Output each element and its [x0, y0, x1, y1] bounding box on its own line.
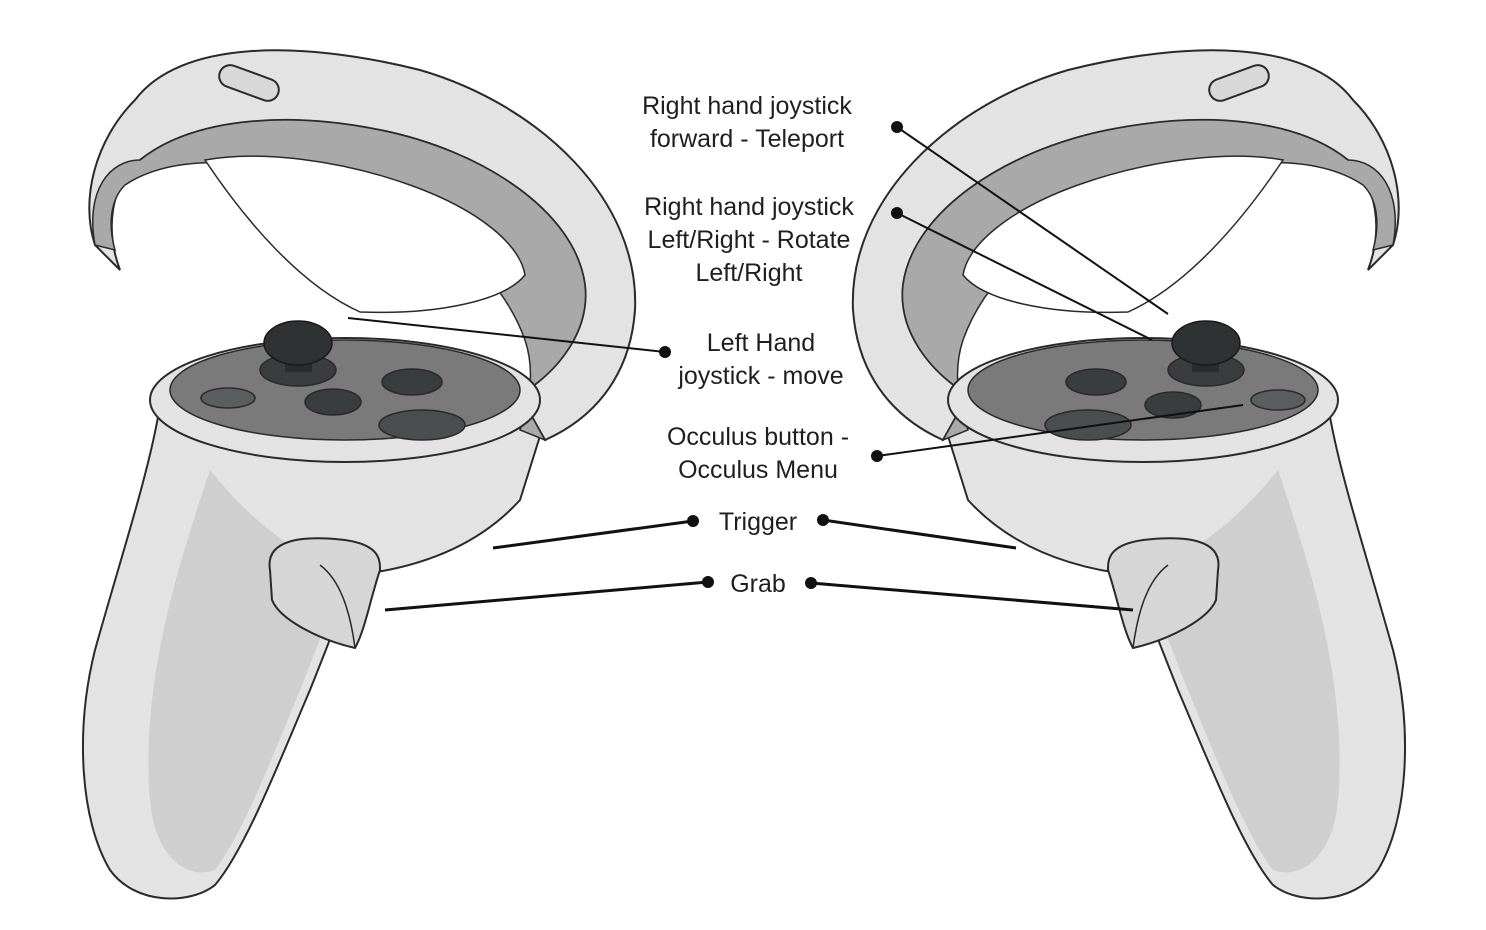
right-face-plate — [967, 339, 1319, 441]
label-right-joystick-rotate: Right hand joystick Left/Right - Rotate … — [614, 191, 884, 290]
left-joystick-cap — [263, 320, 333, 366]
callout-oculus-line — [876, 404, 1244, 457]
right-trigger — [1106, 537, 1220, 650]
left-x-button — [304, 388, 362, 416]
right-ring-opening — [962, 155, 1285, 314]
left-controller — [82, 49, 637, 900]
callout-trigger-right-dot — [817, 514, 829, 526]
left-big-button — [378, 409, 466, 441]
label-line: forward - Teleport — [649, 125, 845, 153]
callout-oculus-dot — [871, 450, 883, 462]
right-b-button — [1065, 368, 1127, 396]
left-ring-opening — [203, 155, 526, 314]
callout-trigger-right-line — [822, 518, 1017, 550]
label-line: Trigger — [718, 508, 798, 536]
callout-grab-left-line — [384, 580, 709, 612]
callout-move-dot — [659, 346, 671, 358]
callout-trigger-left-dot — [687, 515, 699, 527]
label-left-joystick-move: Left Hand joystick - move — [656, 327, 866, 393]
label-line: Left Hand — [706, 329, 816, 357]
callout-teleport-line — [896, 126, 1169, 315]
right-oculus-button — [1250, 389, 1306, 411]
right-joystick-cap — [1171, 320, 1241, 366]
left-y-button — [381, 368, 443, 396]
callout-move-line — [347, 317, 666, 353]
label-line: Occulus Menu — [678, 456, 838, 484]
callout-grab-left-dot — [702, 576, 714, 588]
left-sensor-slot — [218, 64, 280, 102]
callout-lines — [347, 121, 1244, 612]
callout-rotate-dot — [891, 207, 903, 219]
left-menu-button — [200, 387, 256, 409]
label-line: joystick - move — [678, 362, 844, 390]
right-big-button — [1044, 409, 1132, 441]
left-trigger — [268, 537, 382, 650]
right-a-button — [1144, 391, 1202, 419]
callout-trigger-left-line — [492, 519, 694, 550]
callout-grab-right-line — [810, 581, 1134, 612]
label-trigger: Trigger — [700, 506, 816, 539]
callout-rotate-line — [896, 212, 1153, 341]
label-oculus-button: Occulus button - Occulus Menu — [640, 421, 876, 487]
label-line: Occulus button - — [666, 423, 850, 451]
label-line: Grab — [730, 570, 786, 598]
label-right-joystick-forward: Right hand joystick forward - Teleport — [612, 90, 882, 156]
label-line: Right hand joystick — [642, 92, 852, 120]
label-line: Left/Right — [695, 259, 803, 287]
right-controller — [851, 49, 1406, 900]
right-sensor-slot — [1208, 64, 1270, 102]
label-line: Left/Right - Rotate — [647, 226, 851, 254]
callout-teleport-dot — [891, 121, 903, 133]
label-grab: Grab — [715, 568, 801, 601]
callout-grab-right-dot — [805, 577, 817, 589]
label-line: Right hand joystick — [644, 193, 854, 221]
